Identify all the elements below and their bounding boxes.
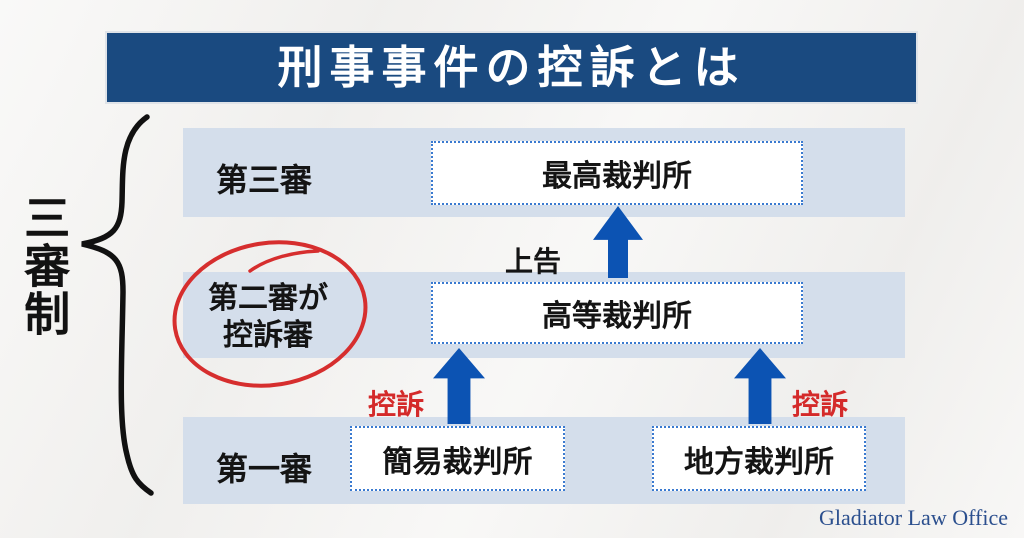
tier2-label-line2: 控訴審 bbox=[223, 318, 313, 352]
high-court-box: 高等裁判所 bbox=[431, 282, 803, 344]
koso-appeal-label-right: 控訴 bbox=[792, 389, 849, 420]
three-tier-system-label: 三審制 bbox=[18, 194, 71, 338]
summary-court-label: 簡易裁判所 bbox=[382, 445, 533, 479]
district-court-label: 地方裁判所 bbox=[684, 445, 834, 479]
title-banner: 刑事事件の控訴とは bbox=[105, 31, 918, 104]
summary-court-box: 簡易裁判所 bbox=[350, 426, 565, 491]
tier2-label: 第二審が 控訴審 bbox=[183, 281, 353, 355]
page-title: 刑事事件の控訴とは bbox=[277, 42, 746, 93]
curly-brace-icon bbox=[81, 114, 154, 496]
tier3-label: 第三審 bbox=[216, 162, 313, 198]
koso-appeal-label-left: 控訴 bbox=[368, 389, 425, 420]
supreme-court-box: 最高裁判所 bbox=[431, 141, 803, 205]
jokoku-appeal-label: 上告 bbox=[505, 246, 562, 277]
high-court-label: 高等裁判所 bbox=[542, 300, 692, 333]
up-arrow-icon bbox=[734, 348, 786, 424]
supreme-court-label: 最高裁判所 bbox=[542, 160, 692, 193]
tier2-label-line1: 第二審が bbox=[208, 282, 328, 315]
red-circle-stroke-end bbox=[248, 249, 320, 273]
office-credit: Gladiator Law Office bbox=[819, 505, 1008, 530]
tier1-label: 第一審 bbox=[216, 451, 313, 487]
up-arrow-icon bbox=[433, 348, 485, 424]
district-court-box: 地方裁判所 bbox=[652, 426, 866, 491]
